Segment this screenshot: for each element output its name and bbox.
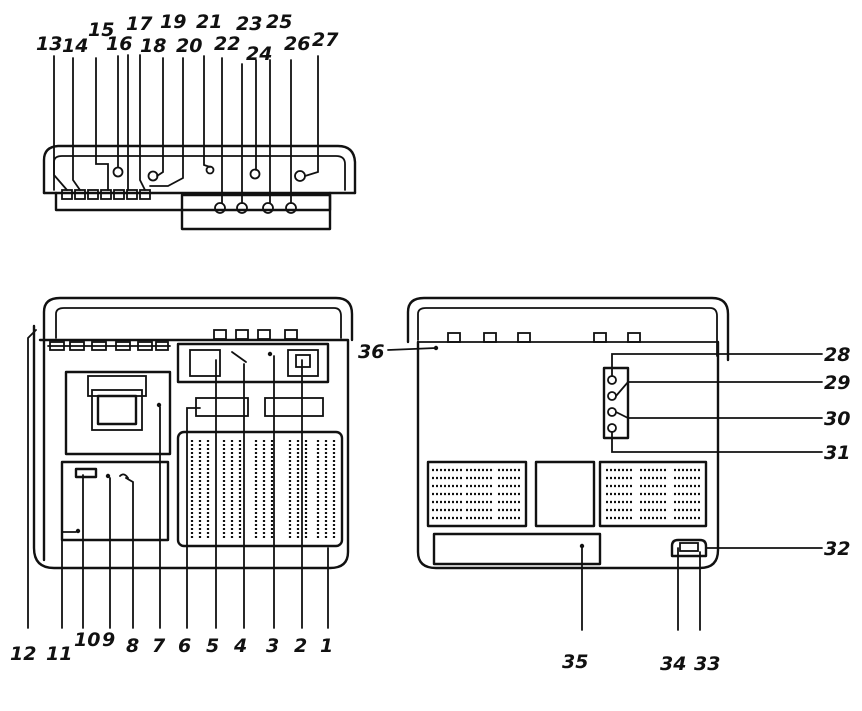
label-24: 24 — [246, 43, 272, 65]
label-34: 34 — [660, 653, 686, 675]
top-leaders — [53, 54, 319, 204]
label-18: 18 — [140, 35, 166, 57]
label-3: 3 — [266, 635, 279, 657]
label-2: 2 — [294, 635, 307, 657]
label-7: 7 — [152, 635, 166, 657]
label-10: 10 — [74, 629, 100, 651]
label-19: 19 — [160, 11, 186, 33]
front-view — [27, 296, 354, 629]
label-30: 30 — [824, 408, 850, 430]
label-16: 16 — [106, 33, 132, 55]
label-6: 6 — [178, 635, 191, 657]
label-8: 8 — [126, 635, 139, 657]
front-speaker-grille — [190, 440, 336, 538]
label-9: 9 — [102, 629, 115, 651]
label-33: 33 — [694, 653, 720, 675]
label-11: 11 — [46, 643, 72, 665]
front-leaders — [27, 329, 329, 629]
label-1: 1 — [320, 635, 333, 657]
label-35: 35 — [562, 651, 588, 673]
label-32: 32 — [824, 538, 850, 560]
label-5: 5 — [206, 635, 219, 657]
back-speaker-grille-right — [606, 468, 702, 520]
label-22: 22 — [214, 33, 240, 55]
label-17: 17 — [126, 13, 153, 35]
label-15: 15 — [88, 19, 114, 41]
back-leaders — [387, 347, 823, 631]
label-28: 28 — [824, 344, 850, 366]
callout-labels: 13 14 15 16 17 18 19 20 21 22 23 24 25 2… — [10, 11, 850, 675]
label-36: 36 — [358, 341, 384, 363]
label-13: 13 — [36, 33, 62, 55]
label-4: 4 — [233, 635, 247, 657]
back-speaker-grille-left — [432, 468, 522, 520]
label-21: 21 — [196, 11, 222, 33]
label-26: 26 — [284, 33, 310, 55]
label-12: 12 — [10, 643, 36, 665]
top-switch-row — [61, 189, 151, 200]
label-31: 31 — [824, 442, 850, 464]
label-27: 27 — [312, 29, 339, 51]
label-23: 23 — [236, 13, 262, 35]
label-14: 14 — [62, 35, 88, 57]
label-25: 25 — [266, 11, 292, 33]
label-20: 20 — [176, 35, 202, 57]
back-view — [387, 296, 823, 631]
top-view — [42, 54, 357, 231]
label-29: 29 — [824, 372, 850, 394]
